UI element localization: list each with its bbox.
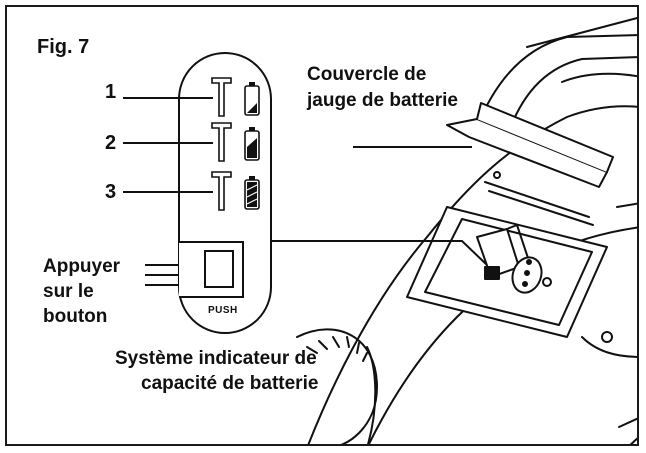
- press-label-line3: bouton: [43, 306, 108, 327]
- push-text: PUSH: [208, 305, 238, 316]
- battery-fill-1: [247, 103, 257, 113]
- gauge-lid: [446, 118, 608, 188]
- mower-illustration: [123, 17, 637, 444]
- press-label-line1: Appuyer: [43, 256, 121, 277]
- level-label-2: 2: [105, 132, 117, 154]
- battery-fill-2: [247, 138, 257, 158]
- t-icon-3: [211, 171, 232, 211]
- cover-label-line1: Couvercle de: [307, 64, 427, 85]
- figure-label: Fig. 7: [37, 36, 90, 58]
- leader-system: [272, 240, 488, 266]
- system-label-line1: Système indicateur de: [115, 348, 317, 369]
- t-icon-2: [211, 122, 232, 162]
- leader-push: [145, 264, 179, 286]
- figure-frame: Fig. 7 1 2 3 PUSH Couvercle de jauge de …: [5, 5, 639, 446]
- cover-label-line2: jauge de batterie: [307, 90, 458, 111]
- level-label-1: 1: [105, 81, 117, 103]
- t-icon-1: [211, 77, 232, 117]
- mower-wheel: [296, 328, 378, 444]
- mower-body-outline: [307, 105, 637, 444]
- level-label-3: 3: [105, 181, 117, 203]
- press-label-line2: sur le: [43, 281, 94, 302]
- system-label-line2: capacité de batterie: [141, 373, 319, 394]
